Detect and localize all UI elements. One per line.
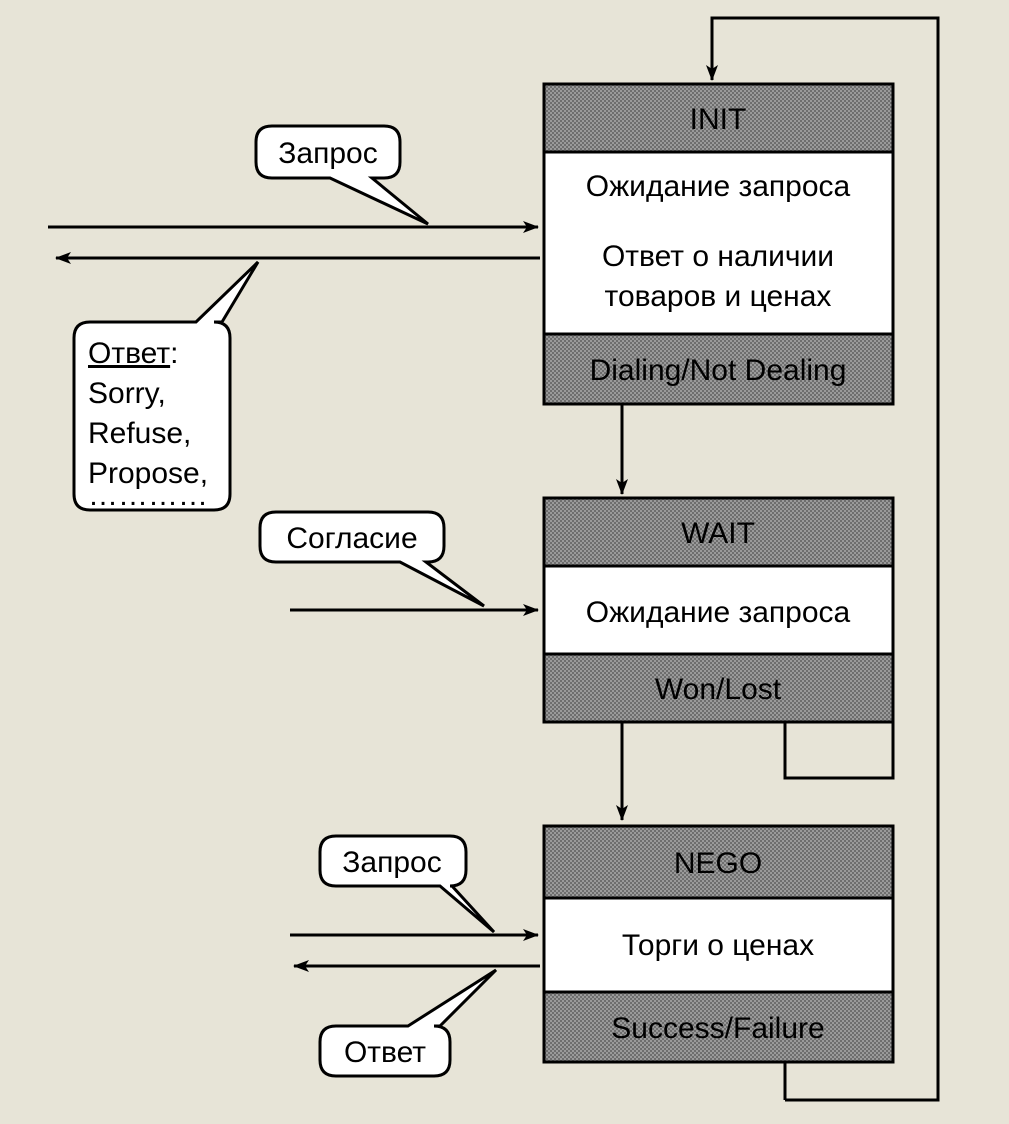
init-body-box — [542, 150, 895, 336]
nego-header-label: NEGO — [674, 847, 762, 880]
init-response-item-1: Sorry, — [88, 377, 166, 410]
init-response-title-word: Ответ — [88, 337, 170, 370]
init-request-callout: Запрос — [254, 124, 429, 226]
init-footer-label: Dialing/Not Dealing — [590, 354, 847, 387]
nego-body-box — [542, 896, 895, 994]
init-response-title-colon: : — [170, 337, 178, 370]
init-line-2: Ответ о наличии — [602, 240, 834, 273]
state-nego: NEGO Торги о ценах Success/Failure — [542, 824, 895, 1064]
wait-agreement-callout: Согласие — [258, 510, 485, 608]
init-response-callout: Ответ: Sorry, Refuse, Propose, ………… — [72, 260, 260, 512]
wait-agreement-label: Согласие — [286, 522, 417, 555]
init-line-1: Ожидание запроса — [586, 170, 851, 203]
wait-loop-connector — [783, 720, 895, 780]
nego-response-label: Ответ — [344, 1036, 426, 1069]
feedback-loop-line — [706, 16, 940, 1102]
wait-line-1: Ожидание запроса — [586, 596, 851, 629]
init-response-title: Ответ: — [88, 337, 178, 370]
nego-footer-box — [542, 990, 895, 1064]
nego-request-callout: Запрос — [318, 834, 496, 934]
init-header-box — [542, 82, 895, 154]
init-response-item-4: ………… — [88, 479, 208, 512]
nego-header-box — [542, 824, 895, 900]
init-header-label: INIT — [690, 103, 747, 136]
wait-footer-label: Won/Lost — [655, 673, 782, 706]
nego-footer-label: Success/Failure — [611, 1012, 824, 1045]
init-response-item-2: Refuse, — [88, 417, 191, 450]
nego-request-label: Запрос — [342, 846, 441, 879]
nego-response-callout: Ответ — [318, 968, 498, 1078]
nego-line-1: Торги о ценах — [622, 929, 814, 962]
wait-footer-box — [542, 652, 895, 724]
state-init: INIT Ожидание запроса Ответ о наличии то… — [542, 82, 895, 406]
init-request-label: Запрос — [278, 137, 377, 170]
init-response-item-3: Propose, — [88, 457, 208, 490]
state-wait: WAIT Ожидание запроса Won/Lost — [542, 496, 895, 724]
init-line-3: товаров и ценах — [605, 280, 832, 313]
wait-header-label: WAIT — [681, 517, 755, 550]
init-footer-box — [542, 332, 895, 406]
